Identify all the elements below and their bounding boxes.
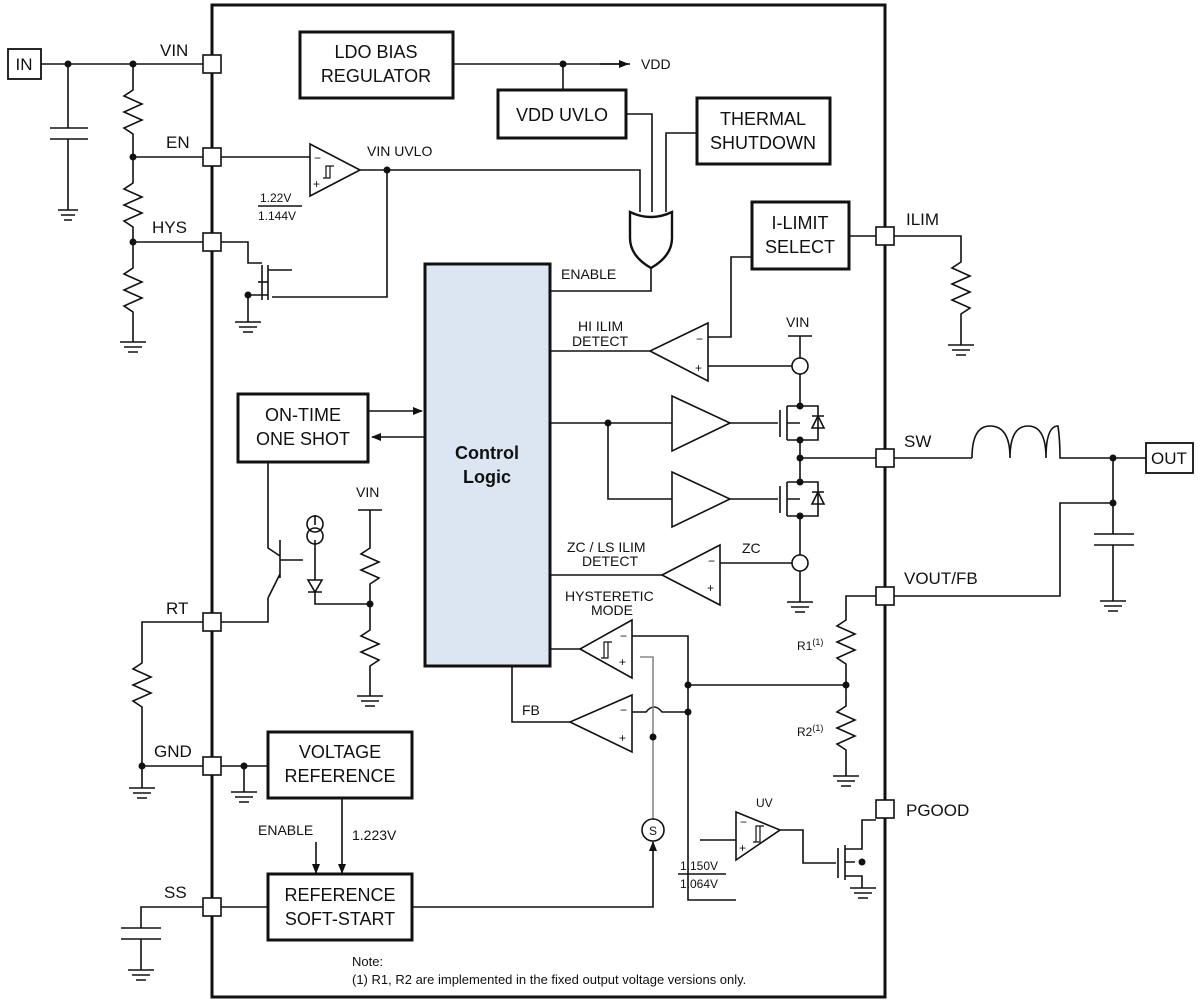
svg-text:VIN UVLO: VIN UVLO xyxy=(367,143,432,159)
pin-vin: VIN xyxy=(160,41,188,60)
or-gate xyxy=(628,210,674,270)
svg-text:LDO BIAS: LDO BIAS xyxy=(334,42,417,62)
svg-text:I-LIMIT: I-LIMIT xyxy=(772,213,829,233)
svg-text:(1) R1, R2 are implemented in: (1) R1, R2 are implemented in the fixed … xyxy=(352,972,746,987)
svg-text:+: + xyxy=(695,361,702,375)
svg-text:SOFT-START: SOFT-START xyxy=(285,909,395,929)
svg-text:1.064V: 1.064V xyxy=(680,877,718,891)
svg-text:+: + xyxy=(707,581,714,595)
svg-text:1.144V: 1.144V xyxy=(258,209,296,223)
pin-labels: VIN EN HYS RT GND SS ILIM SW VOUT/FB PGO… xyxy=(152,41,978,902)
svg-text:1.150V: 1.150V xyxy=(680,859,718,873)
svg-text:1.22V: 1.22V xyxy=(260,191,291,205)
hysteresis-symbols xyxy=(323,165,764,843)
in-terminal: IN xyxy=(7,48,42,80)
svg-text:Note:: Note: xyxy=(352,954,383,969)
svg-text:VDD UVLO: VDD UVLO xyxy=(516,105,608,125)
signal-labels: VDD VIN UVLO ENABLE HI ILIM DETECT VIN V… xyxy=(258,56,809,843)
pin-gnd: GND xyxy=(154,742,192,761)
pin-hys: HYS xyxy=(152,218,187,237)
svg-text:Logic: Logic xyxy=(463,467,511,487)
svg-text:IN: IN xyxy=(16,55,33,74)
svg-text:−: − xyxy=(620,629,627,643)
pin-en: EN xyxy=(166,133,190,152)
pin-sw: SW xyxy=(904,432,931,451)
svg-text:MODE: MODE xyxy=(591,602,633,618)
voltage-reference-block: VOLTAGE REFERENCE xyxy=(266,730,414,800)
ilimit-select-block: I-LIMIT SELECT xyxy=(750,200,851,271)
svg-text:ZC / LS ILIM: ZC / LS ILIM xyxy=(567,539,646,555)
svg-text:+: + xyxy=(739,841,746,855)
svg-text:−: − xyxy=(740,815,747,829)
svg-text:SHUTDOWN: SHUTDOWN xyxy=(710,133,816,153)
note: Note: (1) R1, R2 are implemented in the … xyxy=(352,954,746,987)
svg-text:S: S xyxy=(649,824,657,838)
svg-text:THERMAL: THERMAL xyxy=(720,109,806,129)
svg-text:REFERENCE: REFERENCE xyxy=(284,885,395,905)
svg-text:ENABLE: ENABLE xyxy=(258,822,313,838)
ontime-oneshot-block: ON-TIME ONE SHOT xyxy=(236,392,370,464)
svg-text:−: − xyxy=(620,703,627,717)
svg-text:HI ILIM: HI ILIM xyxy=(578,318,623,334)
pin-ss: SS xyxy=(164,883,187,902)
pin-vout-fb: VOUT/FB xyxy=(904,569,978,588)
component-labels: R1(1) R2(1) xyxy=(797,637,823,739)
svg-text:FB: FB xyxy=(522,702,540,718)
vdd-uvlo-block: VDD UVLO xyxy=(496,88,628,140)
svg-text:REGULATOR: REGULATOR xyxy=(321,66,431,86)
ldo-block: LDO BIAS REGULATOR xyxy=(298,30,455,100)
pin-pgood: PGOOD xyxy=(906,801,969,820)
svg-text:DETECT: DETECT xyxy=(582,553,638,569)
wiring xyxy=(41,63,1146,981)
ic-outline xyxy=(210,3,887,999)
svg-text:OUT: OUT xyxy=(1151,449,1187,468)
pin-ilim: ILIM xyxy=(906,210,939,229)
control-logic-block: Control Logic xyxy=(423,262,552,668)
svg-text:VDD: VDD xyxy=(641,56,671,72)
svg-text:ENABLE: ENABLE xyxy=(561,266,616,282)
svg-text:ZC: ZC xyxy=(742,540,761,556)
svg-text:VIN: VIN xyxy=(786,314,809,330)
svg-text:HYSTERETIC: HYSTERETIC xyxy=(565,588,654,604)
svg-text:VIN: VIN xyxy=(356,484,379,500)
out-terminal: OUT xyxy=(1145,442,1194,474)
svg-text:R1(1): R1(1) xyxy=(797,637,823,653)
svg-text:+: + xyxy=(619,731,626,745)
threshold-labels: 1.22V 1.144V 1.150V 1.064V xyxy=(258,191,726,891)
svg-text:ON-TIME: ON-TIME xyxy=(265,405,341,425)
svg-text:−: − xyxy=(314,151,321,165)
svg-text:1.223V: 1.223V xyxy=(352,827,397,843)
svg-text:VOLTAGE: VOLTAGE xyxy=(299,742,381,762)
svg-text:UV: UV xyxy=(756,796,773,810)
pin-rt: RT xyxy=(166,599,188,618)
svg-text:Control: Control xyxy=(455,443,519,463)
junction-dots xyxy=(64,60,1117,866)
svg-text:DETECT: DETECT xyxy=(572,333,628,349)
amplifiers: − + − + − + − + − + − + xyxy=(309,142,782,862)
svg-text:R2(1): R2(1) xyxy=(797,723,823,739)
svg-text:+: + xyxy=(619,655,626,669)
soft-start-block: REFERENCE SOFT-START xyxy=(266,872,414,942)
svg-text:SELECT: SELECT xyxy=(765,237,835,257)
pin-pads xyxy=(202,54,895,917)
svg-text:+: + xyxy=(313,177,320,191)
svg-text:ONE SHOT: ONE SHOT xyxy=(256,429,350,449)
svg-text:−: − xyxy=(708,554,715,568)
thermal-shutdown-block: THERMAL SHUTDOWN xyxy=(695,96,832,166)
svg-text:REFERENCE: REFERENCE xyxy=(284,766,395,786)
svg-text:−: − xyxy=(696,332,703,346)
sense-wire xyxy=(640,656,654,820)
